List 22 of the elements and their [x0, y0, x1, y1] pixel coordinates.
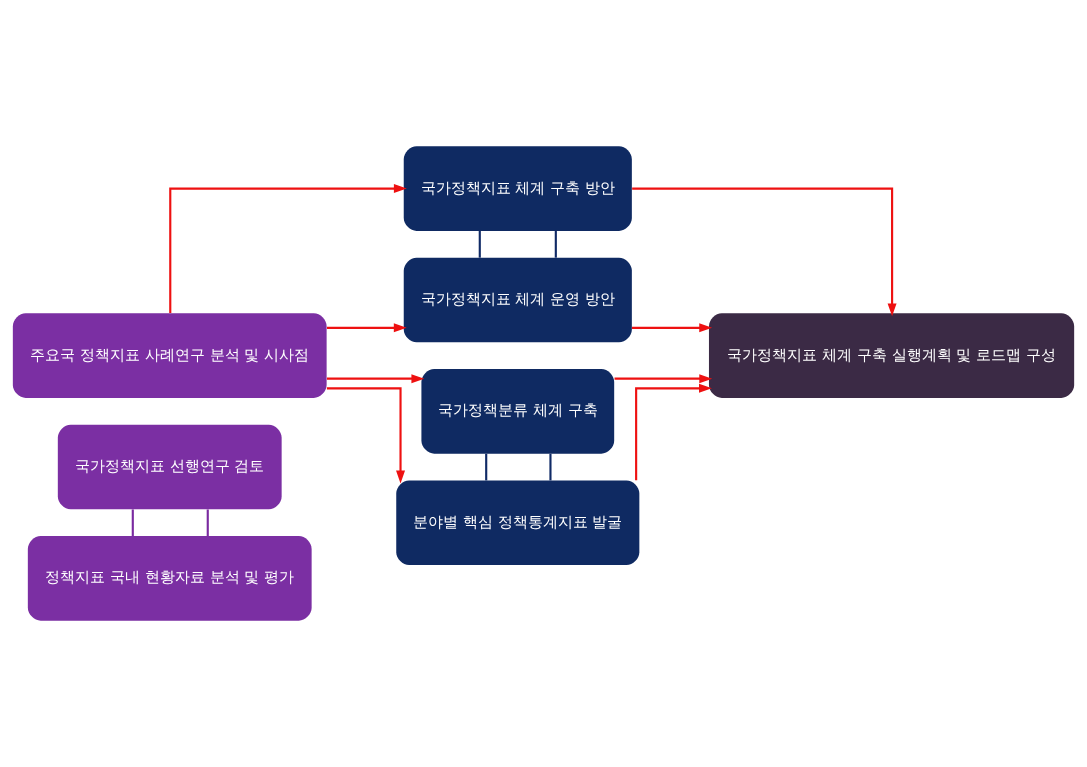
node-box: 정책지표 국내 현황자료 분석 및 평가 — [27, 536, 312, 621]
connector — [485, 453, 488, 481]
arrow — [614, 374, 713, 384]
arrow — [632, 187, 897, 317]
arrow — [635, 383, 712, 481]
arrow — [169, 184, 407, 314]
node-box: 국가정책분류 체계 구축 — [421, 369, 615, 454]
node-box: 국가정책지표 체계 운영 방안 — [403, 257, 632, 343]
connector — [206, 509, 209, 537]
arrow — [326, 374, 425, 384]
node-box: 국가정책지표 선행연구 검토 — [57, 424, 282, 510]
node-box: 국가정책지표 체계 구축 방안 — [403, 146, 632, 231]
connector — [549, 453, 552, 481]
arrow — [326, 323, 407, 333]
connector — [478, 231, 481, 258]
node-box: 분야별 핵심 정책통계지표 발굴 — [396, 480, 640, 566]
node-box: 국가정책지표 체계 구축 실행계획 및 로드맵 구성 — [708, 313, 1075, 398]
connector — [131, 509, 134, 537]
connector — [554, 231, 557, 258]
arrow — [326, 387, 406, 484]
node-box: 주요국 정책지표 사례연구 분석 및 시사점 — [12, 313, 327, 398]
arrow — [631, 323, 713, 333]
